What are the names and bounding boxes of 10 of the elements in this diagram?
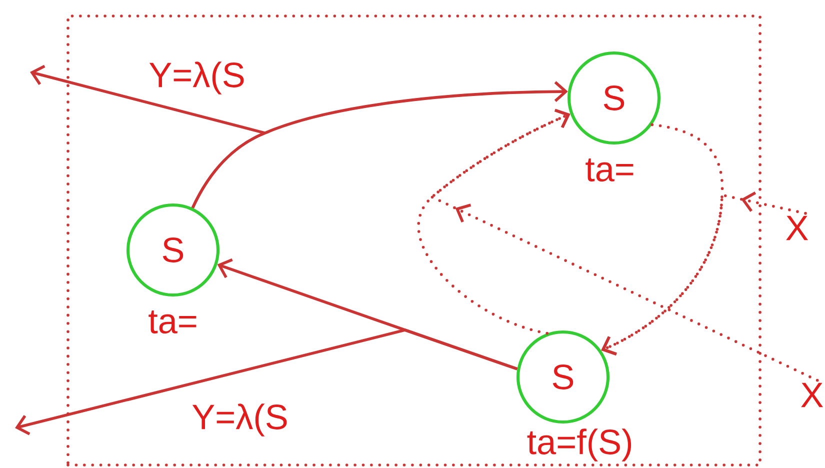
time-advance-label: ta=f(S) xyxy=(527,428,632,462)
input-label: X xyxy=(801,382,823,408)
arrow xyxy=(601,192,807,356)
arrow xyxy=(430,108,819,382)
time-advance-label: ta= xyxy=(148,310,196,334)
edge-label: Y=λ(S xyxy=(190,402,290,438)
frame-box xyxy=(66,14,762,466)
arrow xyxy=(15,328,518,436)
time-advance-label: ta= xyxy=(586,158,634,182)
input-label: X xyxy=(786,216,808,240)
